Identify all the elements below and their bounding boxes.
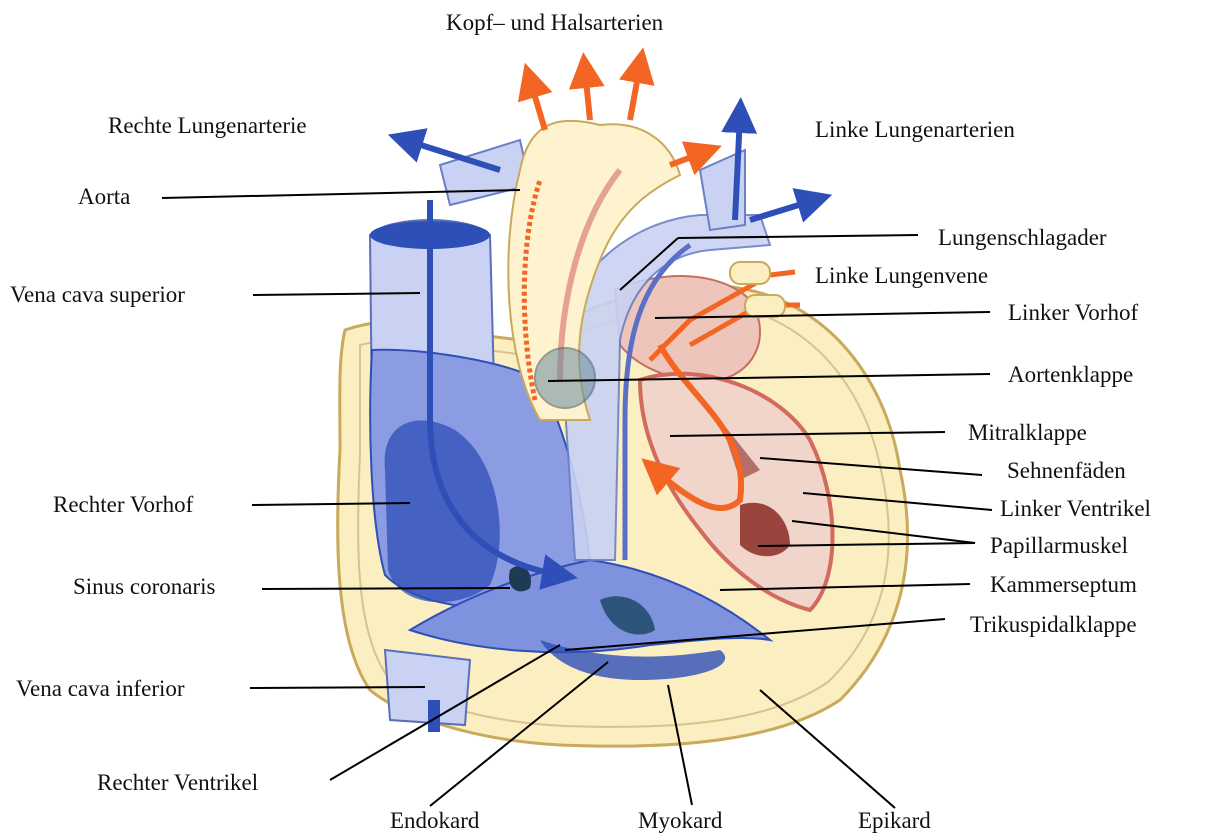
flow-head-2	[585, 70, 590, 120]
label-papillarmuskel: Papillarmuskel	[990, 533, 1128, 559]
flow-head-3	[630, 65, 640, 120]
flow-head-1	[530, 80, 545, 130]
label-linke-lungenvene: Linke Lungenvene	[815, 263, 988, 289]
label-myokard: Myokard	[638, 808, 722, 834]
label-kammerseptum: Kammerseptum	[990, 572, 1137, 598]
label-linker-vorhof: Linker Vorhof	[1008, 300, 1138, 326]
label-sinus-coronaris: Sinus coronaris	[73, 574, 215, 600]
flow-aorta-right	[670, 152, 705, 165]
left-pulmonary-vein-1	[730, 262, 770, 284]
label-aortenklappe: Aortenklappe	[1008, 362, 1133, 388]
label-mitralklappe: Mitralklappe	[968, 420, 1087, 446]
label-linke-lungenarterien: Linke Lungenarterien	[815, 117, 1015, 143]
label-lungenschlagader: Lungenschlagader	[938, 225, 1107, 251]
label-sehnenfaeden: Sehnenfäden	[1007, 458, 1126, 484]
label-linker-ventrikel: Linker Ventrikel	[1000, 496, 1151, 522]
label-rechter-vorhof: Rechter Vorhof	[53, 492, 193, 518]
label-rechter-ventrikel: Rechter Ventrikel	[97, 770, 258, 796]
aortic-valve	[535, 348, 595, 408]
leader-sinus-coronaris	[262, 588, 510, 589]
label-kopf-hals: Kopf– und Halsarterien	[446, 10, 663, 36]
label-rechte-lungenarterie: Rechte Lungenarterie	[108, 113, 307, 139]
left-pulmonary-vein-2	[745, 295, 785, 317]
leader-vena-cava-inferior	[250, 687, 425, 688]
label-vena-cava-inferior: Vena cava inferior	[16, 676, 185, 702]
label-vena-cava-superior: Vena cava superior	[10, 282, 185, 308]
label-endokard: Endokard	[390, 808, 479, 834]
label-aorta: Aorta	[78, 184, 130, 210]
flow-left-pa-right	[750, 200, 815, 220]
label-epikard: Epikard	[858, 808, 931, 834]
label-trikuspidalklappe: Trikuspidalklappe	[970, 612, 1137, 638]
